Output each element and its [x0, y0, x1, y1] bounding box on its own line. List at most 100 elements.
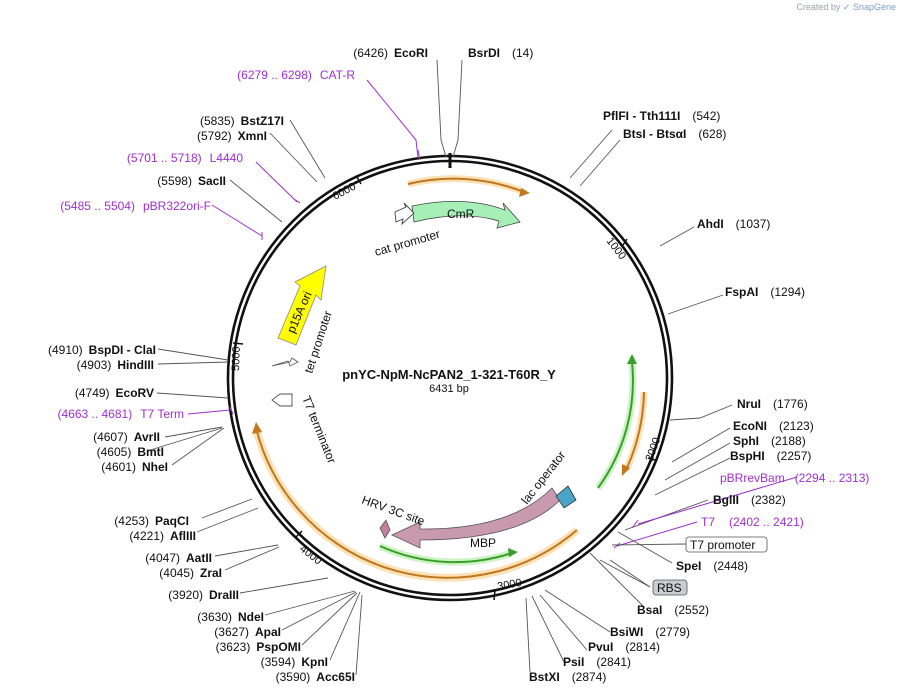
tick-mark-1000 — [622, 238, 628, 246]
enzyme-ApaI[interactable]: (3627)ApaI — [214, 625, 281, 639]
enzyme-ZraI-name: ZraI — [200, 566, 222, 580]
enzyme-BtsI-pos: (628) — [698, 127, 726, 141]
enzyme-BsaI-name: BsaI — [637, 603, 662, 617]
enzyme-XmnI[interactable]: (5792)XmnI — [197, 129, 267, 143]
enzyme-SacII[interactable]: (5598)SacII — [157, 174, 226, 188]
enzyme-BsiWI[interactable]: BsiWI (2779) — [610, 625, 690, 639]
enzyme-BglII[interactable]: BglII(2382) — [713, 493, 786, 507]
t7-terminator-marker[interactable] — [271, 393, 293, 407]
orf-arcs — [252, 175, 648, 582]
enzyme-NruI[interactable]: NruI(1776) — [737, 397, 808, 411]
t7-promoter-box — [685, 536, 768, 553]
enzyme-labels-right: BsrDI(14) PflFI - Tth111I (542) BtsI - Bt… — [468, 46, 814, 684]
tick-mark-2000 — [647, 457, 656, 461]
enzyme-Acc65I-name: Acc65I — [316, 670, 355, 684]
enzyme-EcoRI-pos: (6426) — [353, 46, 388, 60]
enzyme-KpnI[interactable]: (3594)KpnI — [261, 655, 328, 669]
enzyme-AflIII[interactable]: (4221) AflIII — [129, 529, 196, 543]
primer-pBRrevBam[interactable]: pBRrevBam(2294 .. 2313) — [720, 471, 869, 485]
rbs-box-label: RBS — [657, 581, 682, 595]
enzyme-BsaI[interactable]: BsaI(2552) — [637, 603, 709, 617]
primer-T7Term[interactable]: (4663 .. 4681)T7 Term — [57, 407, 184, 421]
enzyme-BtsI[interactable]: BtsI - BtsαI(628) — [623, 127, 726, 141]
enzyme-FspAI-pos: (1294) — [770, 285, 805, 299]
primer-T7[interactable]: T7(2402 .. 2421) — [701, 515, 804, 529]
enzyme-HindIII[interactable]: (4903)HindIII — [77, 358, 154, 372]
enzyme-PflFI-pos: (542) — [692, 109, 720, 123]
enzyme-PvuI-pos: (2814) — [625, 640, 660, 654]
credit-brand: SnapGene — [852, 2, 896, 12]
tet-promoter-arrow[interactable] — [271, 357, 299, 367]
enzyme-AflIII-name: AflIII — [170, 529, 196, 543]
enzyme-AatII-pos: (4047) — [145, 551, 180, 565]
enzyme-PvuI[interactable]: PvuI (2814) — [588, 640, 660, 654]
enzyme-NdeI-name: NdeI — [238, 610, 264, 624]
primer-leader-lines — [187, 79, 798, 549]
primer-pBR322ori[interactable]: (5485 .. 5504)pBR322ori-F — [60, 199, 211, 213]
enzyme-BsrDI[interactable]: BsrDI(14) — [468, 46, 533, 60]
enzyme-PsiI-pos: (2841) — [596, 655, 631, 669]
enzyme-ZraI[interactable]: (4045)ZraI — [159, 566, 222, 580]
enzyme-labels-left: (6426)EcoRI (5835)BstZ17I (5792)XmnI (55… — [48, 46, 428, 684]
primer-L4440[interactable]: (5701 .. 5718)L4440 — [127, 151, 243, 165]
enzyme-FspAI[interactable]: FspAI(1294) — [725, 285, 805, 299]
enzyme-BmtI[interactable]: (4605)BmtI — [97, 445, 164, 459]
enzyme-SpeI[interactable]: SpeI (2448) — [676, 559, 748, 573]
enzyme-NruI-name: NruI — [737, 397, 761, 411]
enzyme-BsiWI-name: BsiWI — [610, 625, 643, 639]
enzyme-XmnI-pos: (5792) — [197, 129, 232, 143]
orf-cmr-arc — [407, 177, 525, 193]
rbs-callout[interactable]: RBS — [652, 579, 688, 596]
p15a-ori-arrow[interactable] — [277, 265, 327, 346]
enzyme-AvrII[interactable]: (4607)AvrII — [93, 430, 160, 444]
enzyme-DraIII-name: DraIII — [209, 588, 239, 602]
enzyme-BspHI-pos: (2257) — [777, 449, 812, 463]
enzyme-DraIII[interactable]: (3920)DraIII — [168, 588, 239, 602]
enzyme-BstXI-name: BstXI — [529, 670, 560, 684]
enzyme-EcoRV[interactable]: (4749)EcoRV — [75, 386, 154, 400]
enzyme-AhdI-name: AhdI — [697, 217, 724, 231]
enzyme-AflIII-pos: (4221) — [129, 529, 164, 543]
enzyme-BstXI[interactable]: BstXI(2874) — [529, 670, 606, 684]
enzyme-PflFI-name: PflFI - Tth111I — [603, 109, 680, 123]
enzyme-BspDI[interactable]: (4910)BspDI - ClaI — [48, 343, 156, 357]
mbp-feature-arrow[interactable] — [391, 487, 561, 549]
enzyme-EcoRI[interactable]: (6426)EcoRI — [353, 46, 428, 60]
orf-bottom-orange-arrowhead — [252, 422, 262, 434]
feature-leader-lines — [609, 543, 687, 588]
enzyme-SphI[interactable]: SphI(2188) — [733, 434, 806, 448]
enzyme-SpeI-pos: (2448) — [713, 559, 748, 573]
lac-operator-marker[interactable] — [555, 485, 577, 509]
cmr-feature-arrow[interactable] — [411, 200, 521, 229]
enzyme-SpeI-name: SpeI — [676, 559, 701, 573]
enzyme-Acc65I-pos: (3590) — [276, 670, 311, 684]
cat-promoter-arrow[interactable] — [394, 202, 415, 226]
enzyme-PflFI[interactable]: PflFI - Tth111I (542) — [603, 109, 720, 123]
hrv-3c-site-marker[interactable] — [379, 519, 391, 539]
enzyme-PaqCI[interactable]: (4253)PaqCI — [114, 514, 189, 528]
enzyme-Acc65I[interactable]: (3590) Acc65I — [276, 670, 355, 684]
enzyme-SacII-name: SacII — [198, 174, 226, 188]
enzyme-BsiWI-pos: (2779) — [655, 625, 690, 639]
t7-promoter-callout[interactable]: T7 promoter — [685, 536, 768, 553]
orf-bottom-green-arrowhead — [508, 548, 518, 557]
enzyme-PspOMI-pos: (3623) — [216, 640, 251, 654]
enzyme-NdeI[interactable]: (3630)NdeI — [197, 610, 264, 624]
primer-CATR[interactable]: (6279 .. 6298)CAT-R — [237, 68, 355, 82]
enzyme-PsiI[interactable]: PsiI (2841) — [563, 655, 631, 669]
enzyme-NheI[interactable]: (4601)NheI — [101, 460, 168, 474]
enzyme-BstZ17I[interactable]: (5835)BstZ17I — [200, 114, 284, 128]
rbs-box — [652, 579, 688, 596]
enzyme-BstZ17I-name: BstZ17I — [241, 114, 284, 128]
enzyme-EcoNI[interactable]: EcoNI(2123) — [733, 419, 814, 433]
enzyme-BspDI-pos: (4910) — [48, 343, 83, 357]
enzyme-PsiI-name: PsiI — [563, 655, 584, 669]
enzyme-BspHI[interactable]: BspHI(2257) — [730, 449, 811, 463]
enzyme-PspOMI[interactable]: (3623)PspOMI — [216, 640, 301, 654]
enzyme-AhdI[interactable]: AhdI(1037) — [697, 217, 770, 231]
enzyme-PvuI-name: PvuI — [588, 640, 613, 654]
enzyme-AatII[interactable]: (4047)AatII — [145, 551, 212, 565]
orf-right-green-arrowhead — [627, 354, 637, 364]
primer-labels: (6279 .. 6298)CAT-R (5701 .. 5718)L4440 … — [57, 68, 869, 529]
